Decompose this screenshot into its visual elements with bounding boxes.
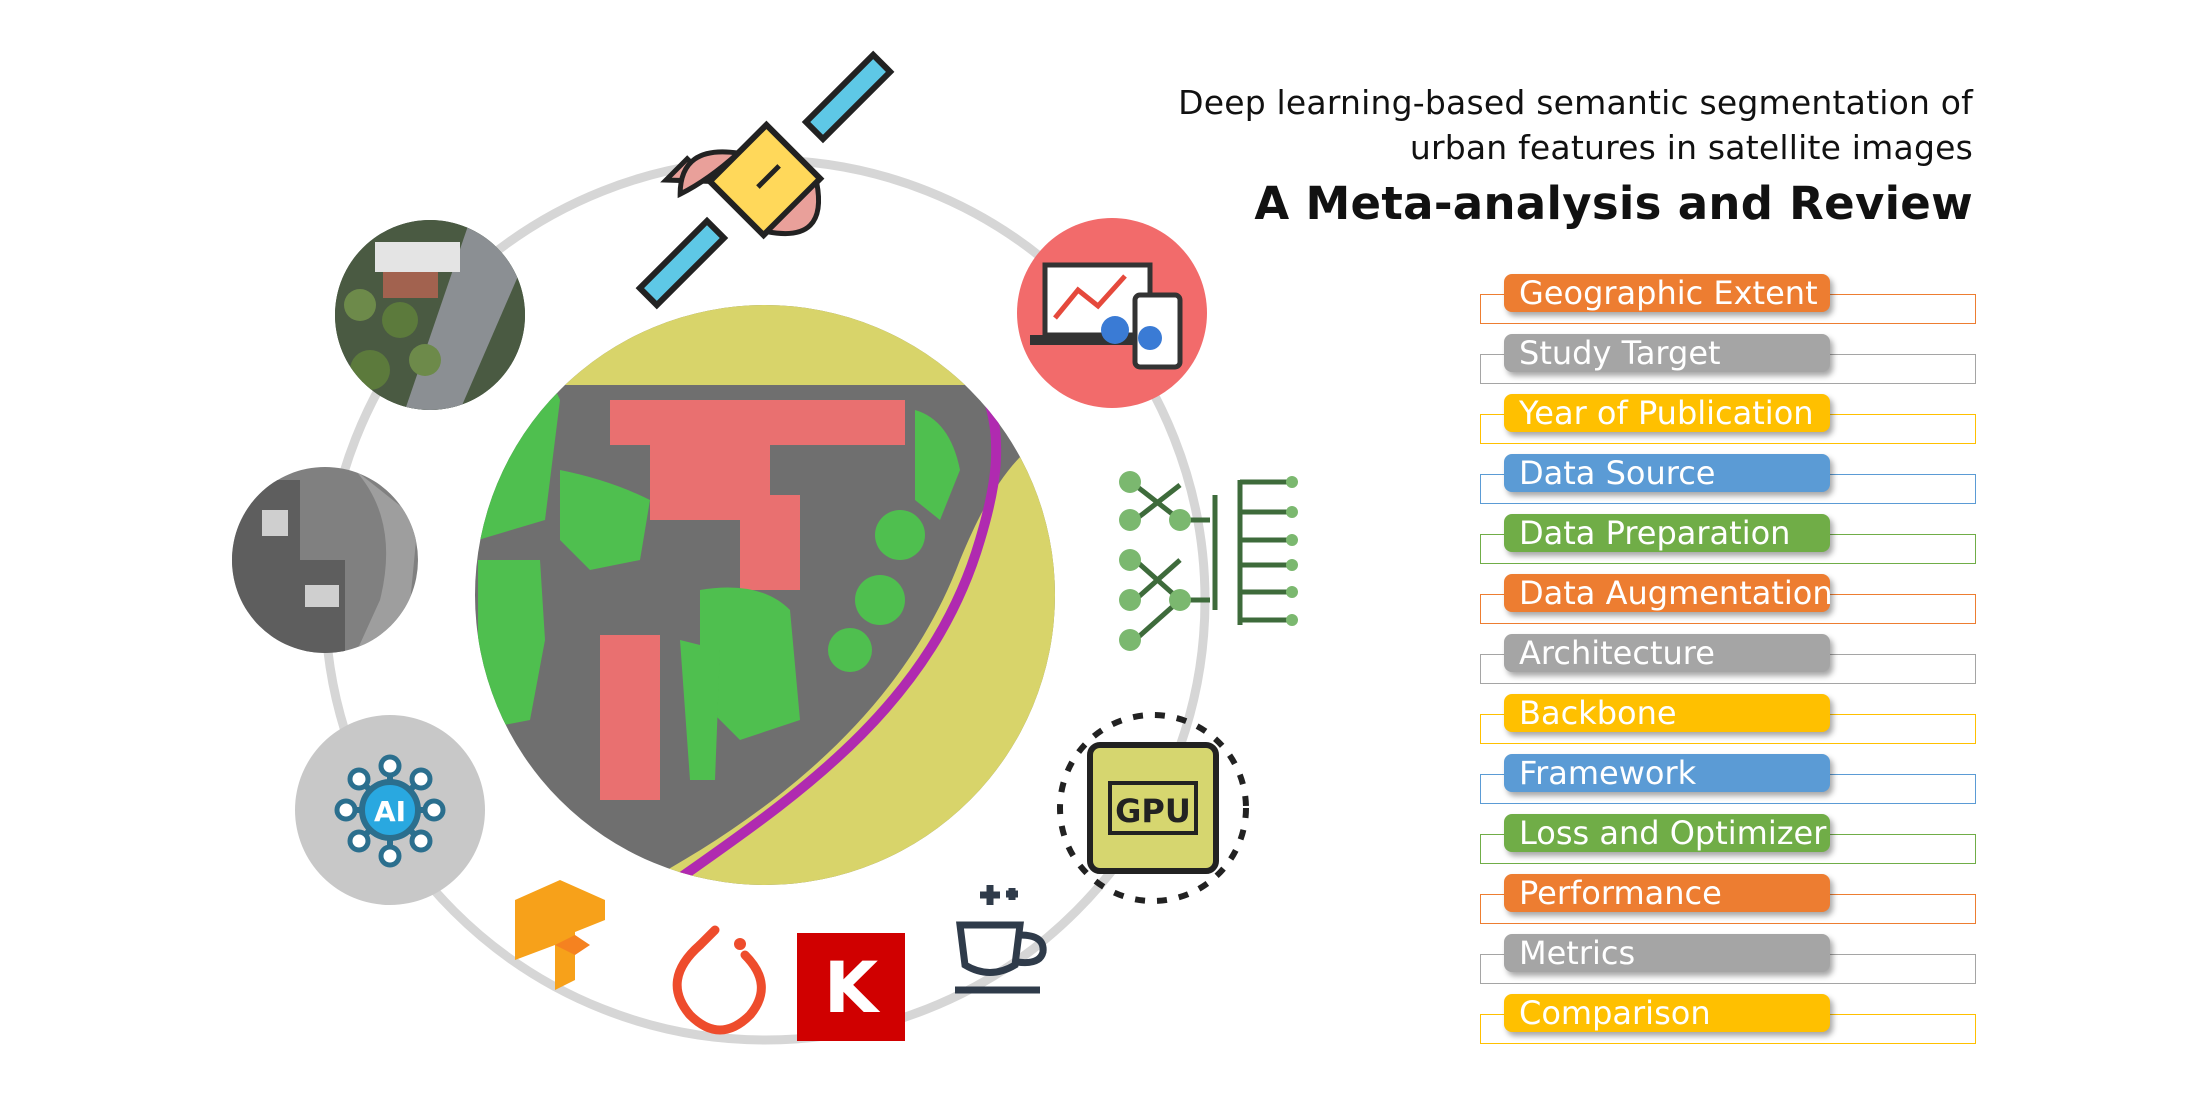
aerial-photo-image <box>335 220 525 410</box>
topic-label: Data Preparation <box>1504 514 1830 552</box>
topic-item: Comparison <box>1480 990 1980 1050</box>
subtitle-line-1: Deep learning-based semantic segmentatio… <box>1178 83 1973 122</box>
topic-item: Data Augmentation <box>1480 570 1980 630</box>
topic-item: Year of Publication <box>1480 390 1980 450</box>
analytics-devices-icon <box>1017 218 1207 408</box>
topic-label: Framework <box>1504 754 1830 792</box>
topic-label: Backbone <box>1504 694 1830 732</box>
topic-label: Loss and Optimizer <box>1504 814 1830 852</box>
title-block: Deep learning-based semantic segmentatio… <box>1073 80 1973 234</box>
topic-label: Study Target <box>1504 334 1830 372</box>
topic-label: Performance <box>1504 874 1830 912</box>
subtitle-line-2: urban features in satellite images <box>1409 128 1973 167</box>
topic-item: Geographic Extent <box>1480 270 1980 330</box>
ai-icon-label: AI <box>374 795 406 828</box>
topic-item: Performance <box>1480 870 1980 930</box>
neural-network-icon <box>1119 471 1298 651</box>
topic-item: Loss and Optimizer <box>1480 810 1980 870</box>
segmentation-mask-image <box>232 467 418 653</box>
gpu-icon-label: GPU <box>1115 792 1191 830</box>
segmentation-map-image <box>475 305 1055 885</box>
topic-label: Comparison <box>1504 994 1830 1032</box>
ai-network-icon: AI <box>295 715 485 905</box>
coffee-cup-icon <box>955 885 1047 994</box>
topic-label: Geographic Extent <box>1504 274 1830 312</box>
gpu-chip-icon: GPU <box>1057 712 1249 904</box>
topic-label: Architecture <box>1504 634 1830 672</box>
topic-item: Architecture <box>1480 630 1980 690</box>
topic-item: Data Source <box>1480 450 1980 510</box>
topic-label: Data Source <box>1504 454 1830 492</box>
keras-icon: K <box>797 933 905 1041</box>
topic-label: Year of Publication <box>1504 394 1830 432</box>
keras-icon-label: K <box>824 947 881 1029</box>
topic-item: Data Preparation <box>1480 510 1980 570</box>
pytorch-icon <box>672 925 766 1035</box>
topic-label: Data Augmentation <box>1504 574 1830 612</box>
topic-label: Metrics <box>1504 934 1830 972</box>
topic-item: Metrics <box>1480 930 1980 990</box>
topic-item: Study Target <box>1480 330 1980 390</box>
main-title: A Meta-analysis and Review <box>1254 177 1973 230</box>
topic-item: Backbone <box>1480 690 1980 750</box>
tensorflow-icon <box>515 880 605 990</box>
topic-item: Framework <box>1480 750 1980 810</box>
satellite-icon <box>635 50 895 310</box>
